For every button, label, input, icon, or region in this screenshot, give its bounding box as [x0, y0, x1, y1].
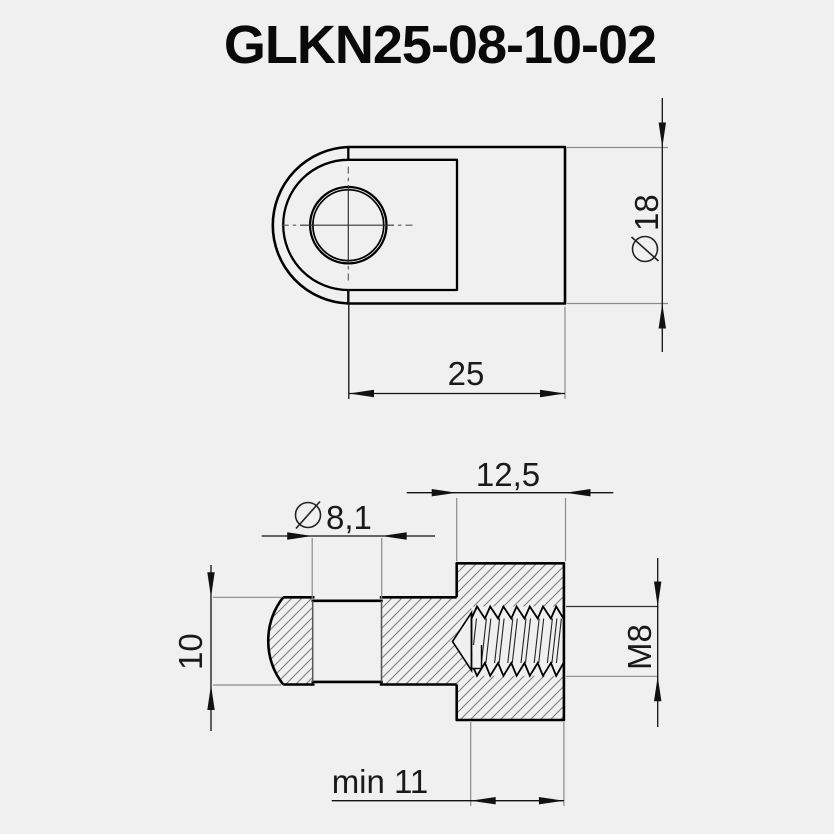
- dimension-eye-thickness: 10: [172, 565, 281, 731]
- arrowhead: [470, 797, 496, 805]
- part-number-title: GLKN25-08-10-02: [224, 15, 656, 75]
- dimension-hole-diameter: 8,1: [261, 499, 435, 600]
- hole-centerlines: [281, 166, 413, 281]
- boss-outline: [455, 562, 566, 722]
- thread-cavity: [471, 606, 564, 676]
- arrowhead: [538, 797, 564, 805]
- arrowhead: [381, 532, 407, 540]
- arrowhead: [540, 389, 565, 398]
- arrowhead: [349, 389, 374, 398]
- thread-flank-lines: [470, 618, 562, 664]
- arrowhead: [207, 685, 215, 710]
- dim-label-min-11: min 11: [332, 763, 429, 800]
- dim-label-m8: M8: [621, 624, 658, 670]
- dimension-diameter-18: 18: [567, 98, 668, 352]
- dimension-thread-depth: min 11: [331, 722, 565, 806]
- top-view-outer-arc: [271, 145, 349, 305]
- hatch-left-cap: [268, 597, 313, 685]
- arrowhead: [658, 122, 666, 148]
- dimension-boss-length: 12,5: [406, 456, 614, 562]
- section-outline: [266, 562, 566, 722]
- diameter-symbol-icon: [630, 235, 660, 263]
- arrowhead: [654, 676, 662, 702]
- dim-label-18: 18: [628, 194, 665, 231]
- internal-thread: [470, 604, 565, 678]
- cap-arc: [266, 596, 285, 686]
- dimension-length-25: 25: [348, 290, 566, 399]
- dimension-thread: M8: [566, 558, 662, 727]
- dim-label-diameter-18: 18: [628, 194, 665, 263]
- section-view: 12,5 8,1 10: [172, 456, 662, 806]
- dim-label-8-1: 8,1: [326, 499, 372, 536]
- arrowhead: [207, 572, 215, 598]
- arrowhead: [654, 581, 662, 607]
- top-view-body-outline: [348, 145, 567, 305]
- diameter-symbol-icon: [294, 500, 322, 530]
- thread-runout-notch: [472, 645, 481, 669]
- top-view: 25 18: [271, 98, 668, 399]
- top-view-pocket-edge: [348, 158, 459, 292]
- arrowhead: [565, 489, 591, 497]
- arrowhead: [431, 489, 457, 497]
- dim-label-25: 25: [448, 355, 485, 392]
- dim-label-10: 10: [172, 633, 209, 670]
- arrowhead: [287, 532, 313, 540]
- dim-label-12-5: 12,5: [476, 456, 540, 493]
- arrowhead: [658, 303, 666, 329]
